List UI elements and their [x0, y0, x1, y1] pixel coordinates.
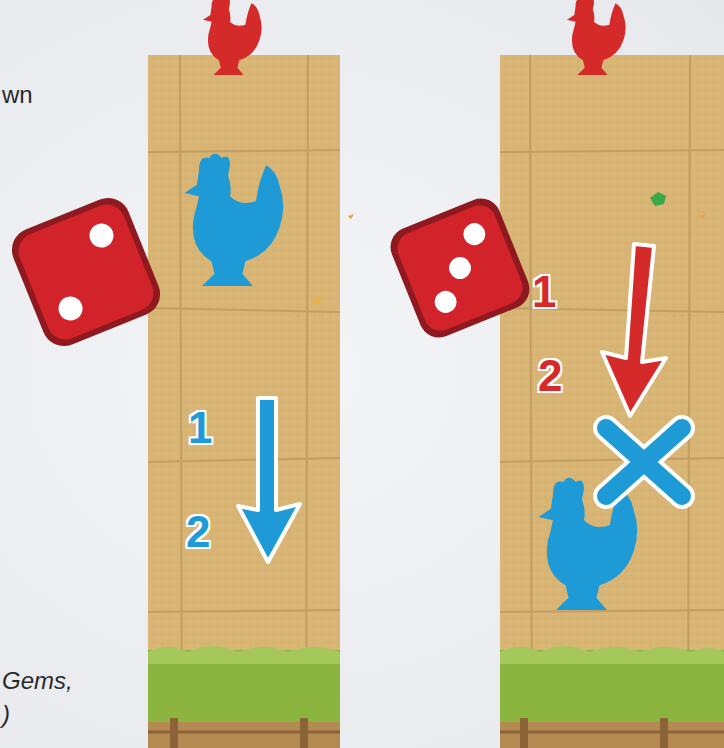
red-chicken — [203, 0, 262, 75]
move-arrow — [602, 244, 666, 416]
blue-chicken — [185, 154, 284, 286]
step-number: 1 — [188, 404, 212, 452]
body-text-fragment: Gems, — [2, 668, 73, 694]
step-number: 2 — [538, 352, 562, 400]
die-three — [384, 192, 535, 343]
board-strip — [500, 55, 724, 748]
step-number: 1 — [532, 268, 556, 316]
red-chicken — [567, 0, 626, 75]
body-text-fragment: ) — [2, 702, 10, 728]
die-two — [5, 191, 166, 352]
step-number: 2 — [186, 508, 210, 556]
board-strip — [148, 55, 354, 748]
move-arrow — [238, 398, 300, 562]
capture-mark — [606, 428, 682, 496]
body-text-fragment: wn — [2, 82, 33, 108]
